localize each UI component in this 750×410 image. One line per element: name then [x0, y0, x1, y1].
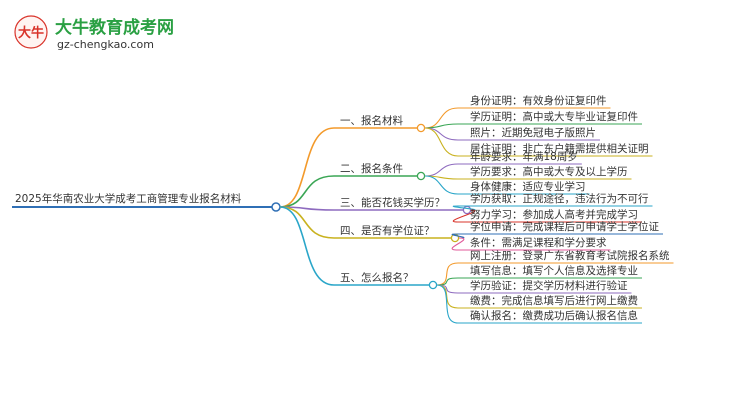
leaf-connector: [436, 284, 459, 309]
leaf-connector: [424, 127, 459, 141]
leaf-connector: [436, 277, 459, 286]
branch-label[interactable]: 二、报名条件: [340, 162, 403, 175]
branch-collapse-icon[interactable]: [416, 171, 426, 181]
leaf-label: 学历获取：正规途径，违法行为不可行: [470, 192, 649, 205]
leaf-label: 确认报名：缴费成功后确认报名信息: [470, 309, 638, 322]
branch-connector: [279, 127, 335, 208]
branch-collapse-icon[interactable]: [416, 123, 426, 133]
leaf-label: 缴费：完成信息填写后进行网上缴费: [470, 294, 638, 307]
leaf-label: 学历证明：高中或大专毕业证复印件: [470, 110, 638, 123]
leaf-label: 年龄要求：年满18周岁: [470, 150, 578, 163]
logo-url: gz-chengkao.com: [57, 38, 154, 51]
leaf-label: 学位申请：完成课程后可申请学士学位证: [470, 220, 659, 233]
branch-connector: [279, 206, 335, 239]
branch-connector: [279, 175, 335, 208]
leaf-label: 填写信息：填写个人信息及选择专业: [470, 264, 638, 277]
leaf-connector: [424, 123, 459, 129]
leaf-label: 学历要求：高中或大专及以上学历: [470, 165, 628, 178]
leaf-label: 条件：需满足课程和学分要求: [470, 236, 607, 249]
branch-connector: [279, 206, 335, 286]
leaf-connector: [436, 284, 459, 324]
branch-collapse-icon[interactable]: [428, 280, 438, 290]
leaf-connector: [452, 209, 476, 223]
leaf-label: 身份证明：有效身份证复印件: [470, 94, 607, 107]
root-collapse-icon[interactable]: [271, 202, 281, 212]
leaf-label: 照片：近期免冠电子版照片: [470, 126, 596, 139]
leaf-label: 网上注册：登录广东省教育考试院报名系统: [470, 249, 670, 262]
leaf-label: 身体健康：适应专业学习: [470, 180, 586, 193]
leaf-connector: [424, 127, 459, 157]
leaf-connector: [424, 107, 459, 129]
leaf-connector: [451, 237, 465, 251]
leaf-connector: [424, 175, 459, 195]
leaf-connector: [436, 262, 459, 286]
root-node: 2025年华南农业大学成考工商管理专业报名材料: [12, 192, 281, 212]
leaf-label: 学历验证：提交学历材料进行验证: [470, 279, 628, 292]
branch-label[interactable]: 三、能否花钱买学历？: [340, 196, 445, 209]
branch-label[interactable]: 五、怎么报名？: [340, 271, 414, 284]
site-logo[interactable]: 大牛 大牛教育成考网 gz-chengkao.com: [14, 15, 174, 51]
logo-mark-text: 大牛: [18, 25, 44, 41]
leaf-connector: [436, 284, 459, 294]
root-label: 2025年华南农业大学成考工商管理专业报名材料: [15, 192, 242, 205]
leaf-label: 努力学习：参加成人高考并完成学习: [470, 208, 638, 221]
branch-label[interactable]: 四、是否有学位证？: [340, 224, 435, 237]
leaf-label: 居住证明：非广东户籍需提供相关证明: [470, 142, 649, 155]
logo-site-name: 大牛教育成考网: [55, 17, 174, 38]
branch-label[interactable]: 一、报名材料: [340, 114, 403, 127]
logo-mark-icon: [14, 15, 48, 49]
leaf-connector: [424, 163, 459, 177]
branches-layer: 一、报名材料 身份证明：有效身份证复印件学历证明：高中或大专毕业证复印件照片：近期…: [279, 94, 674, 324]
